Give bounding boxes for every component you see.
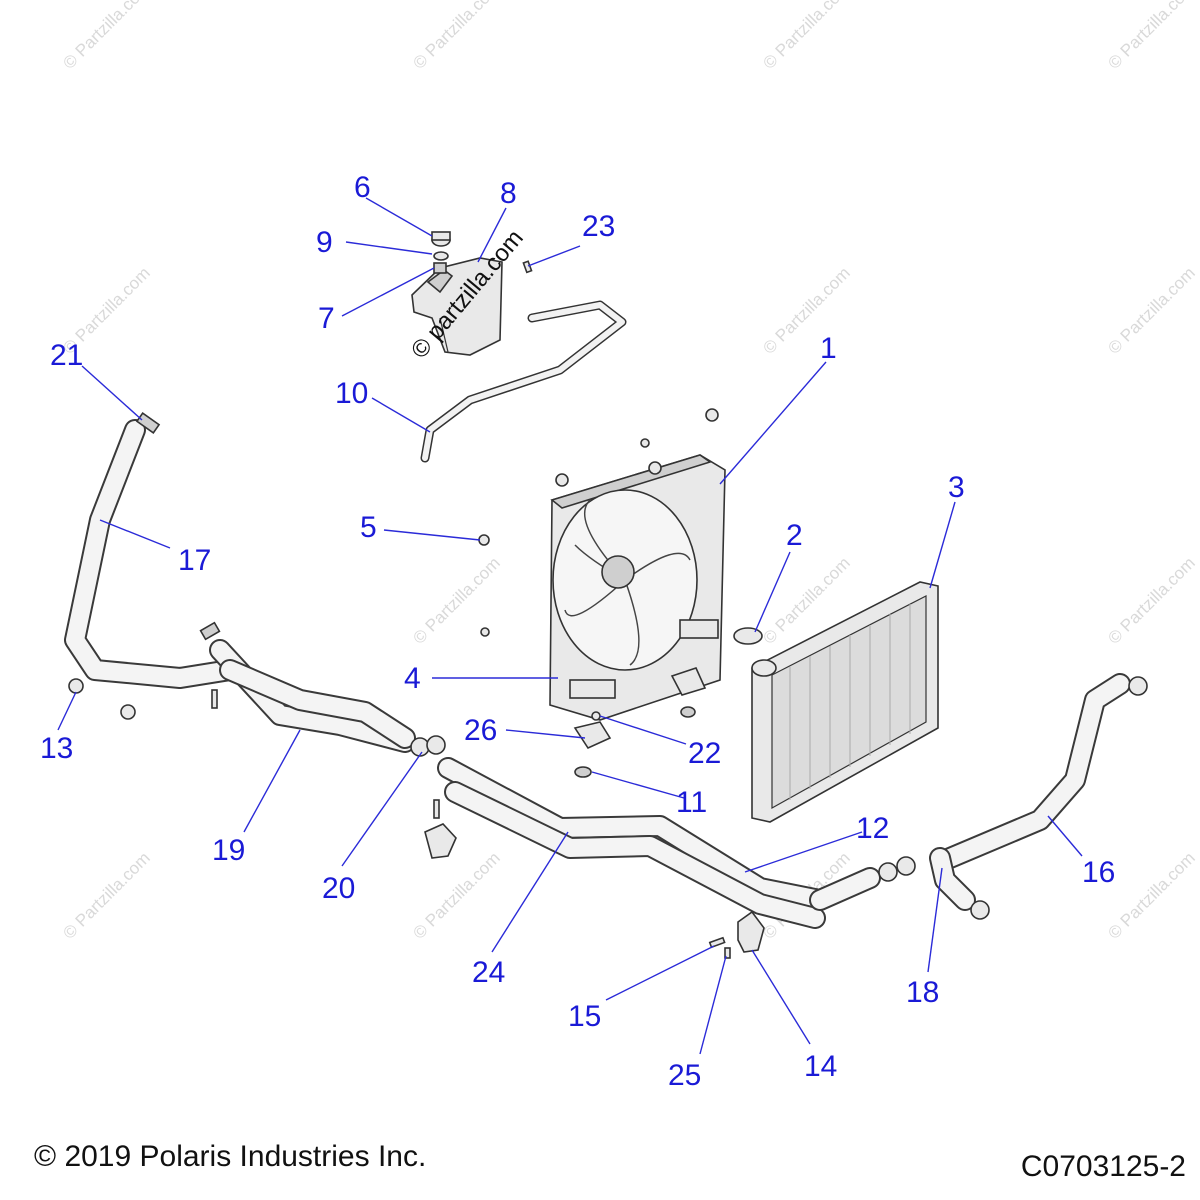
housing-14	[737, 910, 765, 953]
overflow-hose	[420, 300, 627, 463]
callout-8: 8	[500, 177, 517, 210]
callout-26: 26	[464, 714, 497, 747]
coolant-reservoir	[411, 257, 503, 356]
radiator	[751, 581, 939, 823]
clamp-20	[410, 735, 446, 757]
hose-24	[437, 757, 831, 911]
callout-18: 18	[906, 976, 939, 1009]
clamp-13	[68, 678, 84, 694]
clamp	[120, 704, 136, 720]
callout-20: 20	[322, 872, 355, 905]
callout-11: 11	[676, 786, 707, 819]
callout-24: 24	[472, 956, 505, 989]
fan-shroud	[480, 408, 726, 721]
watermark: © Partzilla.com	[409, 848, 503, 942]
callout-4: 4	[404, 662, 421, 695]
callout-13: 13	[40, 732, 73, 765]
callout-15: 15	[568, 1000, 601, 1033]
callout-19: 19	[212, 834, 245, 867]
grommet-11	[574, 766, 592, 778]
callout-22: 22	[688, 737, 721, 770]
callout-1: 1	[820, 332, 837, 365]
callout-16: 16	[1082, 856, 1115, 889]
housing	[424, 823, 457, 859]
callout-17: 17	[178, 544, 211, 577]
callout-14: 14	[804, 1050, 837, 1083]
callout-6: 6	[354, 171, 371, 204]
fitting-7	[433, 262, 447, 274]
callout-21: 21	[50, 339, 83, 372]
clamp	[970, 900, 990, 920]
bolt-22	[591, 711, 601, 721]
clamp	[1128, 676, 1148, 696]
callout-3: 3	[948, 471, 965, 504]
bracket-26	[573, 721, 612, 750]
copyright-notice: © 2019 Polaris Industries Inc.	[34, 1140, 427, 1173]
watermark: © Partzilla.com	[409, 553, 503, 647]
callout-5: 5	[360, 511, 377, 544]
callout-23: 23	[582, 210, 615, 243]
fitting	[199, 621, 221, 641]
bolt-15	[708, 936, 726, 949]
bolt	[433, 799, 440, 819]
watermark: © Partzilla.com	[1104, 0, 1198, 73]
watermark: © Partzilla.com	[759, 0, 853, 73]
watermark: © Partzilla.com	[1104, 553, 1198, 647]
seal-9	[433, 251, 449, 261]
callout-12: 12	[856, 812, 889, 845]
watermark: © Partzilla.com	[59, 848, 153, 942]
callout-25: 25	[668, 1059, 701, 1092]
bolt	[211, 689, 218, 709]
watermark: © Partzilla.com	[59, 0, 153, 73]
hose-18	[929, 847, 976, 911]
hose-17	[64, 419, 241, 689]
screw-23	[522, 260, 533, 274]
callout-9: 9	[316, 226, 333, 259]
bolt-25	[724, 947, 731, 959]
hose-12	[444, 781, 881, 929]
watermark: © Partzilla.com	[1104, 263, 1198, 357]
callout-7: 7	[318, 302, 335, 335]
watermark: © Partzilla.com	[1104, 848, 1198, 942]
fastener-5	[478, 534, 490, 546]
leader-lines	[57, 197, 1083, 1055]
watermark: © Partzilla.com	[409, 0, 503, 73]
bracket-upper	[670, 667, 707, 696]
clamp	[878, 856, 916, 882]
callout-2: 2	[786, 519, 803, 552]
watermark-layer: © Partzilla.com © Partzilla.com © Partzi…	[59, 0, 1198, 943]
cap-6	[431, 231, 451, 247]
watermark: © Partzilla.com	[759, 263, 853, 357]
radiator-cap-2	[733, 627, 763, 645]
callout-10: 10	[335, 377, 368, 410]
diagram-code: C0703125-2	[1020, 1150, 1186, 1183]
hose-19	[209, 639, 416, 753]
callout-labels: 1 2 3 4 5 6 7 8 9 10 11 12 13 14 15 16 1…	[40, 171, 1115, 1092]
hose-16	[939, 673, 1131, 869]
grommet	[680, 706, 696, 718]
